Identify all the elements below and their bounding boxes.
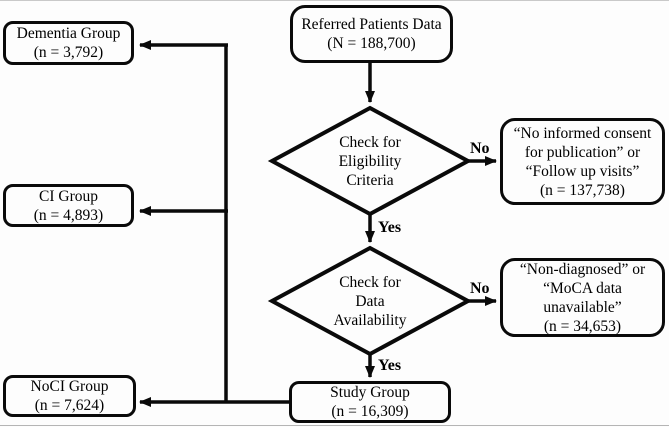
eligibility-no-label: No (470, 140, 490, 157)
eligibility-yes-label: Yes (378, 219, 402, 236)
availability-no-label: No (470, 280, 490, 297)
eligibility-diamond (267, 105, 473, 217)
no-consent-line4: (n = 137,738) (540, 181, 625, 199)
referred-patients-line2: (N = 188,700) (327, 35, 416, 52)
dementia-group-box: Dementia Group (n = 3,792) (3, 21, 134, 65)
no-consent-line1: “No informed consent (513, 124, 652, 142)
non-diagnosed-line4: (n = 34,653) (543, 317, 622, 335)
eligibility-diamond-label: Check for Eligibility Criteria (295, 132, 445, 190)
noci-group-line2: (n = 7,624) (34, 397, 105, 414)
eligibility-line1: Check for (339, 133, 401, 151)
dementia-group-line1: Dementia Group (16, 25, 121, 42)
ci-group-box: CI Group (n = 4,893) (3, 184, 134, 227)
eligibility-line3: Criteria (346, 171, 394, 189)
non-diagnosed-line3: unavailable” (543, 298, 622, 316)
availability-diamond-label: Check for Data Availability (295, 272, 445, 330)
noci-group-box: NoCI Group (n = 7,624) (3, 375, 136, 417)
ci-group-line2: (n = 4,893) (33, 206, 104, 224)
eligibility-line2: Eligibility (338, 152, 402, 170)
availability-yes-label: Yes (378, 357, 402, 374)
no-consent-line2: for publication” or (524, 143, 641, 161)
non-diagnosed-box: “Non-diagnosed” or “MoCA data unavailabl… (500, 258, 665, 337)
study-group-box: Study Group (n = 16,309) (289, 381, 451, 423)
ci-group-line1: CI Group (39, 187, 98, 205)
referred-patients-box: Referred Patients Data (N = 188,700) (290, 5, 453, 63)
dementia-group-line2: (n = 3,792) (33, 44, 104, 61)
no-consent-line3: “Follow up visits” (525, 162, 640, 180)
study-group-line2: (n = 16,309) (331, 403, 409, 420)
noci-group-line1: NoCI Group (30, 378, 109, 395)
availability-diamond (267, 245, 473, 357)
non-diagnosed-line1: “Non-diagnosed” or (519, 260, 646, 278)
referred-patients-line1: Referred Patients Data (301, 16, 442, 33)
no-consent-box: “No informed consent for publication” or… (500, 118, 665, 205)
availability-line2: Data (355, 292, 385, 310)
non-diagnosed-line2: “MoCA data (543, 279, 622, 297)
availability-line3: Availability (333, 311, 407, 329)
availability-line1: Check for (339, 273, 401, 291)
study-group-line1: Study Group (330, 384, 410, 401)
